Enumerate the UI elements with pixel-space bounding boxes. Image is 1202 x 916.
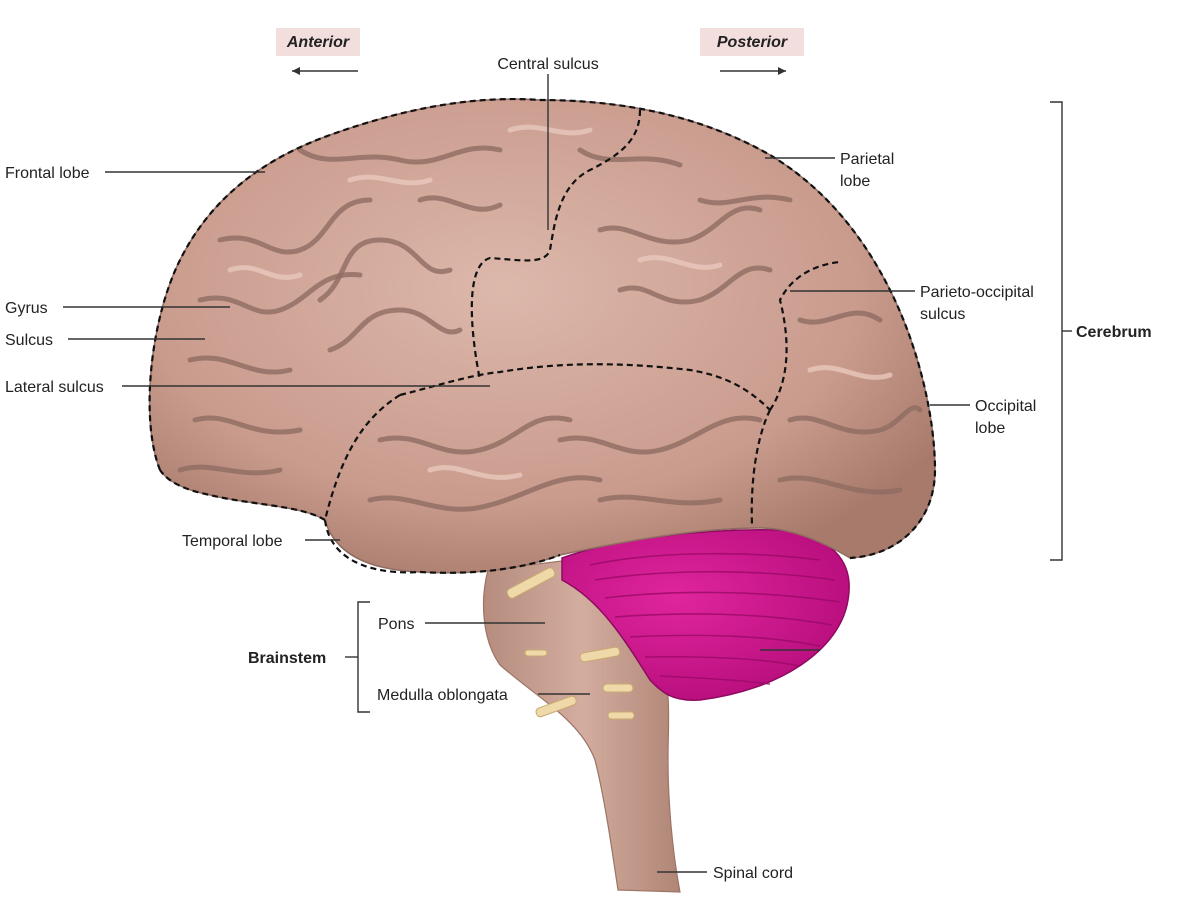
label-parietal-lobe-line1: Parietal xyxy=(840,151,894,168)
lobe-boundaries xyxy=(148,97,937,574)
label-cerebrum: Cerebrum xyxy=(1076,324,1152,341)
label-parieto-occipital-line2: sulcus xyxy=(920,306,965,323)
leader-lines xyxy=(63,74,970,873)
label-parieto-occipital-line1: Parieto-occipital xyxy=(920,284,1034,301)
posterior-indicator: Posterior xyxy=(700,28,804,75)
label-parietal-lobe-line2: lobe xyxy=(840,173,870,190)
label-pons: Pons xyxy=(378,616,414,633)
label-occipital-lobe-line1: Occipital xyxy=(975,398,1036,415)
label-occipital-lobe-line2: lobe xyxy=(975,420,1005,437)
brainstem-bracket xyxy=(345,601,370,713)
posterior-arrow-icon xyxy=(778,67,786,75)
posterior-label-box xyxy=(700,28,804,56)
cerebrum-bracket xyxy=(1050,101,1072,561)
cranial-nerves xyxy=(506,567,635,720)
cerebellum-shape xyxy=(561,529,850,701)
cerebellum-folia xyxy=(589,552,841,685)
label-medulla-oblongata: Medulla oblongata xyxy=(377,687,508,704)
label-brainstem: Brainstem xyxy=(248,650,326,667)
label-lateral-sulcus: Lateral sulcus xyxy=(5,379,104,396)
anterior-label: Anterior xyxy=(286,34,350,51)
cerebrum-shape xyxy=(148,98,936,574)
cerebral-texture xyxy=(177,124,923,512)
label-spinal-cord: Spinal cord xyxy=(713,865,793,882)
label-sulcus: Sulcus xyxy=(5,332,53,349)
label-central-sulcus: Central sulcus xyxy=(497,56,598,73)
label-gyrus: Gyrus xyxy=(5,300,48,317)
label-frontal-lobe: Frontal lobe xyxy=(5,165,90,182)
anterior-arrow-icon xyxy=(292,67,300,75)
posterior-label: Posterior xyxy=(717,34,788,51)
anterior-indicator: Anterior xyxy=(276,28,360,75)
anterior-label-box xyxy=(276,28,360,56)
label-temporal-lobe: Temporal lobe xyxy=(182,533,283,550)
